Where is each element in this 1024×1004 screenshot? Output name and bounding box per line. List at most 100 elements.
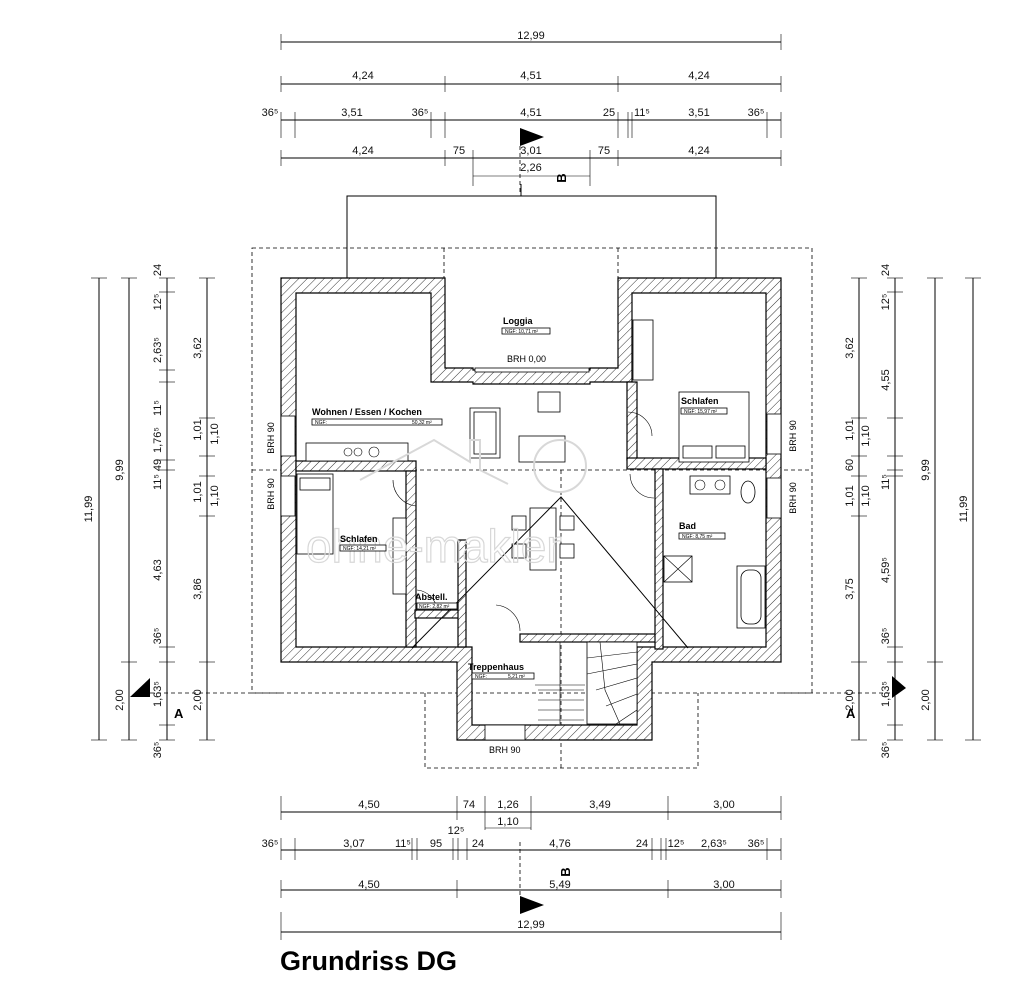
dim-right-third-10: 1,63⁵ [880, 681, 892, 707]
dim-right-third-5: 60 [844, 459, 856, 471]
dim-left-fourth-1: 3,62 [192, 337, 204, 358]
room-bad-name: Bad [679, 521, 696, 531]
room-treppenhaus-area: 5,21 m² [508, 674, 525, 680]
dim-left-third-8: 4,63 [152, 559, 164, 580]
dim-left-third-3: 2,63⁵ [152, 337, 164, 363]
room-bad-area: NGF: 8,75 m² [682, 534, 713, 540]
room-schlafen-left-name: Schlafen [340, 534, 378, 544]
dim-right-fourth-1: 3,62 [844, 337, 856, 358]
dim-bottom-r2-4: 95 [430, 838, 442, 850]
dim-bottom-r2-7: 4,76 [549, 838, 570, 850]
room-schlafen-right-area: NGF: 15,97 m² [684, 409, 717, 415]
building [251, 184, 813, 769]
dim-right-second-a: 9,99 [920, 459, 932, 480]
dim-left-third-6: 49 [152, 459, 164, 471]
dim-bottom-r2-3: 11⁵ [395, 838, 411, 850]
dim-bottom-r2-5: 12⁵ [448, 825, 465, 837]
dim-top-r3-b: 3,51 [341, 107, 362, 119]
dim-left-fourth-4: 1,01 [192, 481, 204, 502]
room-loggia-name: Loggia [503, 316, 533, 326]
dim-top-r4-sub: 2,26 [520, 162, 541, 174]
brh-right-top: BRH 90 [788, 420, 798, 452]
section-label-b-bottom: B [558, 867, 573, 876]
dim-bottom-r2-11: 36⁵ [748, 838, 765, 850]
dim-top-r2-b: 4,51 [520, 70, 541, 82]
room-wohnen-area-label: NGF: [315, 420, 327, 426]
dim-right-fourth-5: 2,00 [844, 689, 856, 710]
room-schlafen-left-area: NGF: 14,21 m² [343, 546, 376, 552]
dim-bottom-r3-a: 4,50 [358, 879, 379, 891]
room-loggia-area: NGF: 10,71 m² [505, 329, 538, 335]
dim-left-fourth-6: 3,86 [192, 578, 204, 599]
dim-left-outer: 11,99 [83, 496, 95, 523]
dimension-left: 11,99 9,99 2,00 24 12⁵ 2,63⁵ 11⁵ 1,76⁵ 4… [83, 264, 221, 759]
dim-bottom-r1-a: 4,50 [358, 799, 379, 811]
dim-left-third-11: 36⁵ [152, 742, 164, 759]
dim-top-r2-a: 4,24 [352, 70, 373, 82]
staircase [535, 641, 638, 725]
dim-top-r4-d: 75 [598, 145, 610, 157]
dim-right-third-9: 36⁵ [880, 628, 892, 645]
dim-left-third-4: 11⁵ [152, 400, 164, 416]
brh-bottom: BRH 90 [489, 745, 521, 755]
dim-right-outer: 11,99 [958, 496, 970, 523]
dim-right-second-b: 2,00 [920, 689, 932, 710]
dim-left-third-2: 12⁵ [152, 294, 164, 311]
dim-bottom-r1-d: 3,49 [589, 799, 610, 811]
dim-top-r4-a: 4,24 [352, 145, 373, 157]
dim-bottom-r2-2: 3,07 [343, 838, 364, 850]
dim-top-r3-a: 36⁵ [262, 107, 279, 119]
dim-right-fourth-2: 1,01 [844, 419, 856, 440]
dim-top-r2-c: 4,24 [688, 70, 709, 82]
dim-bottom-r3-c: 3,00 [713, 879, 734, 891]
dim-top-r3-h: 36⁵ [748, 107, 765, 119]
room-wohnen-name: Wohnen / Essen / Kochen [312, 407, 422, 417]
room-wohnen-area: 50,32 m² [412, 420, 432, 426]
dim-right-fourth-3: 1,01 [844, 485, 856, 506]
section-marker-a-left: A [130, 678, 281, 721]
dim-right-third-2: 12⁵ [880, 294, 892, 311]
dimension-top: 12,99 4,24 4,51 4,24 36⁵ 3,51 36⁵ 4,51 2… [262, 30, 782, 186]
dim-top-r3-d: 4,51 [520, 107, 541, 119]
dim-top-r4-e: 4,24 [688, 145, 709, 157]
dim-left-fourth-3: 1,10 [209, 423, 221, 444]
room-labels: Loggia NGF: 10,71 m² BRH 0,00 Wohnen / E… [266, 316, 798, 755]
dim-left-second-a: 9,99 [114, 459, 126, 480]
dim-right-third-1: 24 [880, 264, 892, 276]
dim-left-third-10: 1,63⁵ [152, 681, 164, 707]
dim-right-third-3: 4,55 [880, 369, 892, 390]
dim-right-third-11: 36⁵ [880, 742, 892, 759]
dim-right-third-6: 11⁵ [880, 474, 892, 490]
dim-left-third-7: 11⁵ [152, 474, 164, 490]
brh-left-mid: BRH 90 [266, 478, 276, 510]
brh-left-top: BRH 90 [266, 422, 276, 454]
brh-right-mid: BRH 90 [788, 482, 798, 514]
dim-top-r4-b: 75 [453, 145, 465, 157]
dim-right-third-4: 1,10 [860, 425, 872, 446]
room-schlafen-right-name: Schlafen [681, 396, 719, 406]
dim-bottom-r1-e: 3,00 [713, 799, 734, 811]
room-treppenhaus-name: Treppenhaus [468, 662, 524, 672]
dim-top-r4-c: 3,01 [520, 145, 541, 157]
dim-top-r3-g: 3,51 [688, 107, 709, 119]
dim-bottom-r2-8: 24 [636, 838, 648, 850]
room-treppenhaus-area-label: NGF: [475, 674, 487, 680]
dim-left-second-b: 2,00 [114, 689, 126, 710]
room-abstell-name: Abstell. [415, 592, 448, 602]
dim-bottom-r1-c: 1,26 [497, 799, 518, 811]
dim-bottom-r1-sub: 1,10 [497, 816, 518, 828]
dim-bottom-r2-9: 12⁵ [668, 838, 685, 850]
dim-left-fourth-7: 2,00 [192, 689, 204, 710]
dim-left-third-1: 24 [152, 264, 164, 276]
dim-left-fourth-5: 1,10 [209, 485, 221, 506]
dimension-right: 3,62 1,01 1,01 3,75 2,00 24 12⁵ 4,55 1,1… [844, 264, 981, 759]
dim-right-fourth-4: 3,75 [844, 578, 856, 599]
section-marker-b-bottom: B [519, 842, 573, 914]
room-abstell-area: NGF: 2,82 m² [419, 604, 450, 610]
section-label-a-left: A [174, 706, 184, 721]
dim-bottom-r3-b: 5,49 [549, 879, 570, 891]
brh-loggia: BRH 0,00 [507, 354, 546, 364]
dim-bottom-r2-6: 24 [472, 838, 484, 850]
dim-right-third-8: 4,59⁵ [880, 557, 892, 583]
dim-right-third-7: 1,10 [860, 485, 872, 506]
